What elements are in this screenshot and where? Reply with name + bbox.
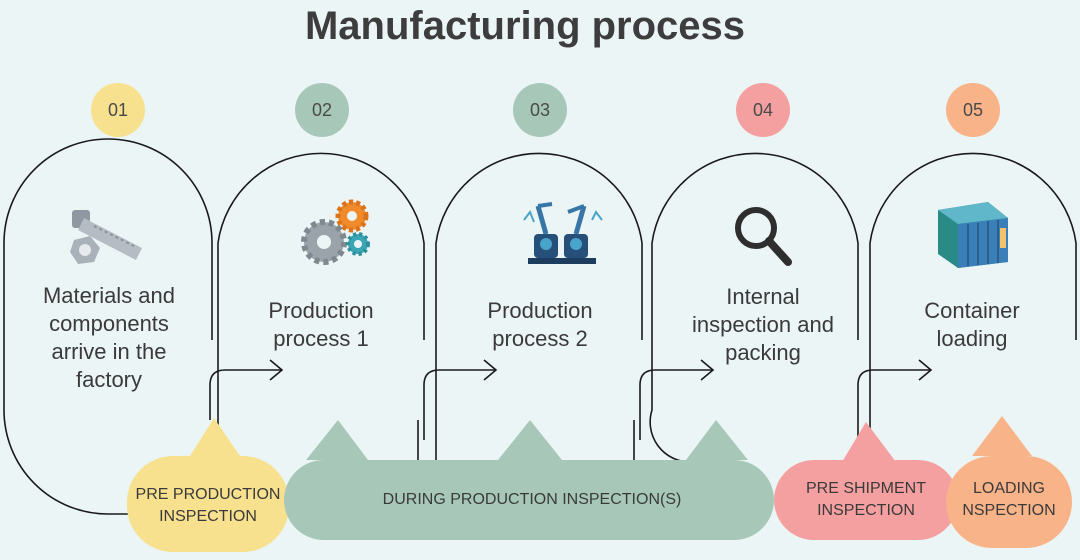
step-label: Materials and components arrive in the f… bbox=[42, 283, 176, 392]
loading-bubble bbox=[946, 416, 1072, 548]
step-outline-1 bbox=[3, 138, 213, 515]
step-number-badge: 01 bbox=[91, 83, 145, 137]
step-outline-4 bbox=[649, 152, 859, 463]
connector-arrow-2 bbox=[423, 359, 498, 440]
during-production-bubble bbox=[284, 420, 774, 540]
gears-icon bbox=[301, 199, 370, 265]
magnifier-icon bbox=[735, 207, 792, 266]
pre-production-bubble bbox=[127, 418, 289, 552]
step-number-badge: 02 bbox=[295, 83, 349, 137]
step-outline-3 bbox=[435, 152, 643, 462]
robotic-arms-icon bbox=[523, 202, 603, 264]
pre-shipment-inspection-label: PRE SHIPMENT INSPECTION bbox=[805, 480, 926, 519]
step-number-badge: 05 bbox=[946, 83, 1000, 137]
step-number-badge: 04 bbox=[736, 83, 790, 137]
bolt-and-nut-icon bbox=[70, 210, 142, 264]
step-outline-2 bbox=[217, 152, 425, 462]
connector-arrow-3 bbox=[639, 359, 715, 440]
step-label: Container loading bbox=[924, 298, 1020, 351]
pre-production-inspection-label: PRE PRODUCTION INSPECTION bbox=[135, 486, 281, 525]
step-number-badge: 03 bbox=[513, 83, 567, 137]
loading-inspection-label: LOADING NSPECTION bbox=[962, 480, 1056, 519]
step-outline-5 bbox=[869, 152, 1077, 462]
connector-arrow-4 bbox=[857, 359, 933, 440]
during-production-inspection-label: DURING PRODUCTION INSPECTION(S) bbox=[382, 491, 682, 508]
step-label: Production process 1 bbox=[268, 298, 374, 351]
pre-shipment-bubble bbox=[774, 422, 958, 540]
step-label: Production process 2 bbox=[487, 298, 593, 351]
shipping-container-icon bbox=[938, 202, 1008, 268]
page-title: Manufacturing process bbox=[304, 4, 746, 48]
step-label: Internal inspection and packing bbox=[692, 284, 834, 365]
connector-arrow-1 bbox=[209, 359, 284, 420]
